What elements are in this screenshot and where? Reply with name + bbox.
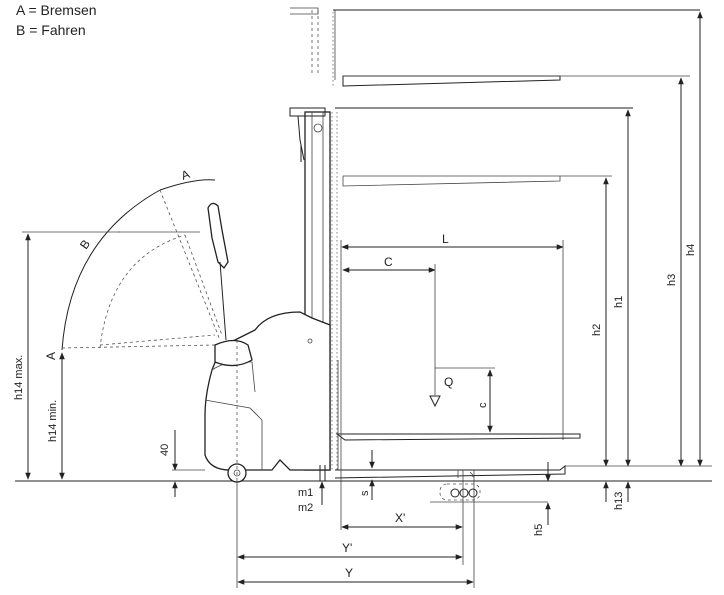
label-L: L (442, 232, 449, 246)
label-h3: h3 (666, 274, 678, 286)
legend-item-drive: B = Fahren (16, 22, 86, 38)
dim-XY (236, 470, 475, 588)
label-40: 40 (159, 444, 171, 456)
label-s: s (359, 490, 371, 496)
label-h2: h2 (591, 324, 603, 336)
dim-h13 (603, 481, 631, 502)
label-B-arc: B (77, 237, 93, 252)
tiller-arm (61, 179, 229, 351)
label-h4: h4 (685, 244, 697, 256)
label-m1: m1 (298, 487, 313, 499)
legend: A = Bremsen B = Fahren (16, 0, 97, 40)
dim-40 (172, 430, 205, 497)
label-h5: h5 (533, 524, 545, 536)
label-Y: Y (345, 566, 353, 580)
raised-forks (290, 7, 700, 187)
chassis (204, 311, 331, 483)
label-m2: m2 (298, 502, 313, 514)
label-c: c (477, 402, 489, 408)
dim-C (342, 264, 441, 408)
label-h14-max: h14 max. (13, 355, 25, 400)
label-X: X' (395, 511, 405, 525)
label-A-top: A (179, 167, 191, 183)
dim-c-small (435, 367, 495, 433)
dim-L (340, 240, 564, 530)
load-wheels (430, 483, 548, 503)
label-h1: h1 (613, 296, 625, 308)
label-h14-min: h14 min. (47, 400, 59, 442)
legend-item-brake: A = Bremsen (16, 2, 97, 18)
dim-heights (565, 11, 712, 467)
label-h13: h13 (613, 492, 625, 510)
label-Yp: Y' (342, 541, 352, 555)
label-Q: Q (444, 375, 453, 389)
label-C: C (384, 255, 393, 269)
label-A-side: A (44, 352, 58, 360)
dim-h14 (22, 231, 120, 480)
